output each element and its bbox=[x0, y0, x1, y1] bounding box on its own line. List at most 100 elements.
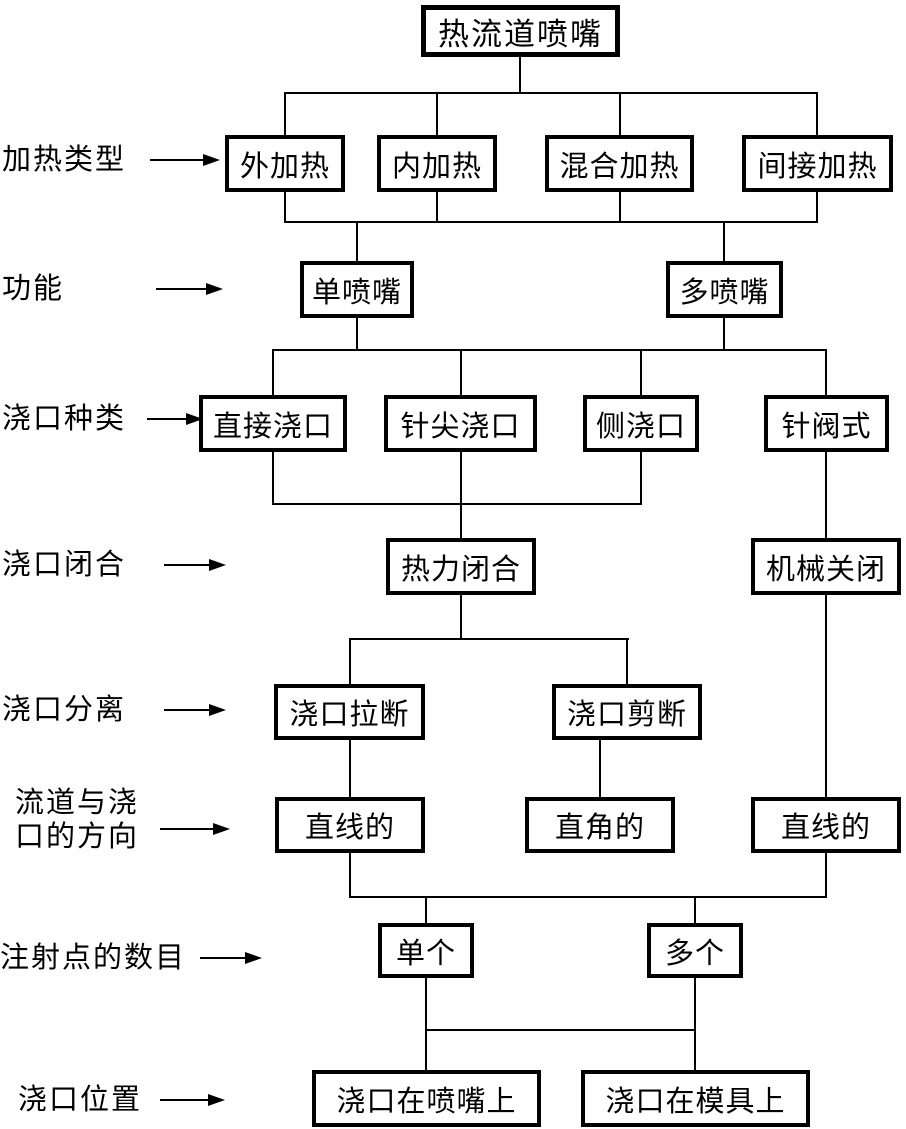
connector-line bbox=[619, 92, 621, 135]
arrow-shaft bbox=[160, 1099, 214, 1101]
node-side-gate: 侧浇口 bbox=[583, 395, 699, 452]
arrow-head bbox=[245, 952, 262, 964]
right-arrow-icon bbox=[160, 823, 230, 835]
arrow-head bbox=[209, 559, 226, 571]
connector-line bbox=[349, 638, 351, 684]
node-label: 针尖浇口 bbox=[400, 410, 521, 443]
category-label: 浇口位置 bbox=[18, 1084, 143, 1116]
node-mechanical-closing: 机械关闭 bbox=[751, 538, 901, 595]
connector-line bbox=[272, 349, 827, 351]
node-thermal-closing: 热力闭合 bbox=[386, 538, 536, 595]
arrow-head bbox=[208, 1094, 225, 1106]
connector-line bbox=[694, 896, 696, 923]
connector-line bbox=[626, 638, 628, 684]
category-heating-type: 加热类型 bbox=[2, 143, 126, 177]
arrow-shaft bbox=[150, 159, 209, 161]
node-internal-heating: 内加热 bbox=[377, 135, 497, 192]
node-hot-runner-nozzle: 热流道喷嘴 bbox=[421, 5, 620, 57]
connector-line bbox=[425, 1029, 696, 1031]
category-gate-type: 浇口种类 bbox=[2, 402, 126, 436]
node-label: 针阀式 bbox=[781, 410, 872, 443]
category-function: 功能 bbox=[2, 272, 64, 306]
arrow-head bbox=[213, 823, 230, 835]
arrow-shaft bbox=[164, 709, 215, 711]
connector-line bbox=[723, 221, 725, 261]
category-label: 功能 bbox=[2, 273, 65, 305]
connector-line bbox=[825, 853, 827, 896]
category-label-line1: 流道与浇 bbox=[15, 787, 140, 819]
right-arrow-icon bbox=[200, 952, 262, 964]
node-label: 机械关闭 bbox=[765, 553, 886, 586]
node-straight-right: 直线的 bbox=[751, 797, 901, 853]
connector-line bbox=[825, 349, 827, 395]
node-needle-valve: 针阀式 bbox=[764, 395, 889, 452]
connector-line bbox=[284, 92, 286, 135]
right-arrow-icon bbox=[150, 154, 220, 166]
node-label: 热流道喷嘴 bbox=[438, 16, 603, 52]
connector-line bbox=[599, 740, 601, 797]
connector-line bbox=[694, 978, 696, 1070]
node-gate-pull-break: 浇口拉断 bbox=[274, 684, 425, 740]
connector-line bbox=[349, 740, 351, 797]
node-label: 浇口在模具上 bbox=[605, 1085, 786, 1118]
category-label: 浇口分离 bbox=[2, 694, 127, 726]
connector-line bbox=[356, 221, 358, 261]
node-label: 内加热 bbox=[391, 150, 482, 183]
node-external-heating: 外加热 bbox=[225, 135, 345, 192]
node-label: 单个 bbox=[395, 937, 456, 970]
category-label: 浇口种类 bbox=[2, 403, 127, 435]
connector-line bbox=[519, 57, 521, 92]
node-gate-on-nozzle: 浇口在喷嘴上 bbox=[312, 1070, 541, 1127]
node-label: 单喷嘴 bbox=[311, 276, 402, 309]
node-gate-on-mold: 浇口在模具上 bbox=[581, 1070, 810, 1127]
connector-line bbox=[272, 349, 274, 395]
node-label: 多个 bbox=[664, 937, 725, 970]
connector-line bbox=[436, 192, 438, 221]
right-arrow-icon bbox=[156, 283, 223, 295]
right-arrow-icon bbox=[147, 413, 203, 425]
arrow-shaft bbox=[160, 828, 219, 830]
node-single-nozzle: 单喷嘴 bbox=[300, 261, 414, 318]
connector-line bbox=[619, 192, 621, 221]
category-gate-separation: 浇口分离 bbox=[2, 693, 126, 727]
node-multi-nozzle: 多喷嘴 bbox=[666, 261, 783, 318]
arrow-head bbox=[206, 283, 223, 295]
node-label: 浇口拉断 bbox=[289, 699, 410, 731]
connector-line bbox=[640, 349, 642, 395]
node-right-angle: 直角的 bbox=[525, 797, 675, 853]
node-label: 直角的 bbox=[554, 812, 645, 844]
node-label: 侧浇口 bbox=[595, 410, 686, 443]
node-label: 直接浇口 bbox=[212, 410, 333, 443]
category-label: 浇口闭合 bbox=[2, 549, 127, 581]
category-label: 注射点的数目 bbox=[0, 942, 187, 974]
connector-line bbox=[284, 92, 818, 94]
connector-line bbox=[349, 896, 827, 898]
arrow-shaft bbox=[156, 288, 212, 290]
arrow-shaft bbox=[147, 418, 192, 420]
category-label-line2: 口的方向 bbox=[15, 821, 140, 853]
connector-line bbox=[284, 192, 286, 221]
arrow-head bbox=[203, 154, 220, 166]
node-label: 多喷嘴 bbox=[679, 276, 770, 309]
connector-line bbox=[460, 452, 462, 538]
node-straight-left: 直线的 bbox=[275, 797, 425, 853]
category-runner-gate-direction: 流道与浇 口的方向 bbox=[15, 786, 139, 854]
connector-line bbox=[425, 896, 427, 923]
category-gate-closing: 浇口闭合 bbox=[2, 548, 126, 582]
arrow-head bbox=[186, 413, 203, 425]
arrow-head bbox=[209, 704, 226, 716]
connector-line bbox=[825, 595, 827, 797]
node-label: 混合加热 bbox=[559, 150, 680, 183]
node-label: 间接加热 bbox=[757, 150, 878, 183]
node-label: 外加热 bbox=[239, 150, 330, 183]
connector-line bbox=[816, 92, 818, 135]
connector-line bbox=[640, 452, 642, 503]
connector-line bbox=[825, 452, 827, 538]
node-label: 直线的 bbox=[304, 812, 395, 844]
connector-line bbox=[436, 92, 438, 135]
node-pin-point-gate: 针尖浇口 bbox=[384, 395, 537, 452]
connector-line bbox=[272, 503, 642, 505]
right-arrow-icon bbox=[164, 559, 226, 571]
category-label: 加热类型 bbox=[2, 144, 127, 176]
